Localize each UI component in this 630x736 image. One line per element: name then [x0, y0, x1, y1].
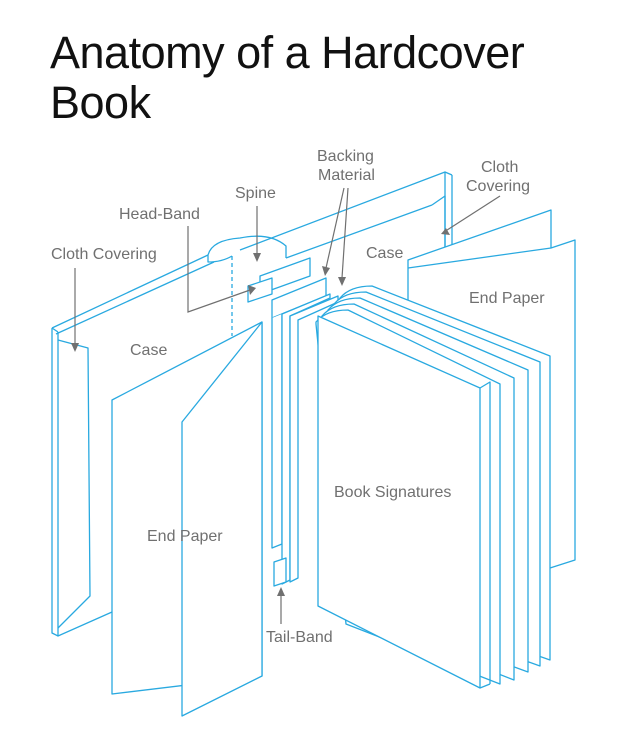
end-paper-left — [111, 321, 263, 717]
label-end-paper-right: End Paper — [469, 290, 545, 307]
label-case-left: Case — [130, 342, 167, 359]
label-tail-band: Tail-Band — [266, 629, 333, 646]
labels: Backing Material Cloth Covering Spine He… — [51, 148, 545, 646]
right-board-edge — [444, 172, 453, 250]
arrow-cloth-covering-right — [443, 195, 501, 233]
leader-arrows — [71, 187, 501, 624]
tail-band-piece — [273, 557, 287, 587]
arrow-spine-head — [253, 253, 261, 262]
title-line-1: Anatomy of a Hardcover — [50, 27, 525, 78]
arrow-cloth-covering-right-head — [441, 228, 450, 235]
head-band-piece — [247, 277, 273, 303]
left-board-turn-in — [57, 339, 91, 629]
page-title: Anatomy of a Hardcover Book — [50, 28, 610, 128]
label-end-paper-left: End Paper — [147, 528, 223, 545]
arrow-head-band — [187, 226, 251, 313]
title-line-2: Book — [50, 77, 151, 128]
right-board-inner-top — [285, 204, 433, 259]
arrow-backing-material-2 — [341, 187, 349, 279]
backing-strip-1 — [271, 314, 283, 549]
label-spine: Spine — [235, 185, 276, 202]
right-board-turn-in — [431, 195, 446, 253]
label-backing-material-2: Material — [318, 167, 375, 184]
signature-edges — [479, 381, 491, 689]
arrow-backing-material-2-head — [338, 277, 346, 286]
case-top-inner-edge — [51, 261, 215, 335]
label-case-right: Case — [366, 245, 403, 262]
arrow-backing-material-1-head — [322, 266, 330, 276]
backing-material — [271, 277, 339, 587]
label-backing-material-1: Backing — [317, 148, 374, 165]
arrow-cloth-covering-left-head — [71, 343, 79, 352]
left-board-edge — [51, 328, 59, 637]
end-paper-left-front — [181, 321, 263, 717]
arrow-head-band-head — [248, 285, 256, 295]
spine-top — [207, 235, 287, 263]
arrow-backing-material-1 — [325, 187, 345, 269]
label-head-band: Head-Band — [119, 206, 200, 223]
label-book-signatures: Book Signatures — [334, 484, 451, 501]
end-paper-right-fold — [407, 247, 552, 269]
label-cloth-covering-right-1: Cloth — [481, 159, 518, 176]
book-signatures — [315, 285, 551, 689]
spine — [247, 257, 311, 303]
label-cloth-covering-left: Cloth Covering — [51, 246, 157, 263]
backing-strip-3 — [289, 295, 339, 583]
left-board-bottom — [57, 611, 113, 637]
arrow-tail-band-head — [277, 587, 285, 596]
label-cloth-covering-right-2: Covering — [466, 178, 530, 195]
